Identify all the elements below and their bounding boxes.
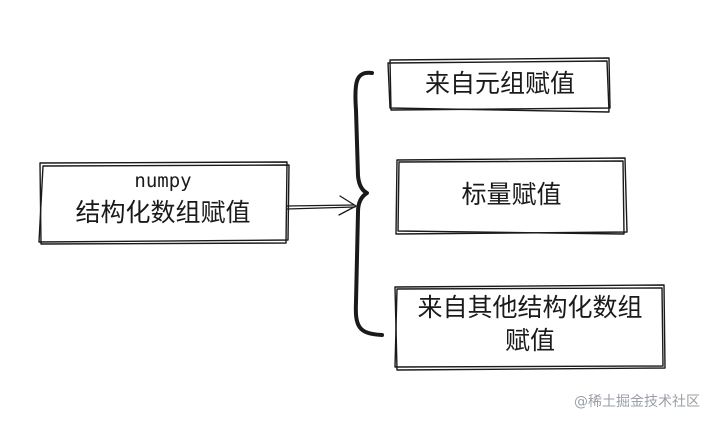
target-box-3 <box>394 284 666 371</box>
target-box-2 <box>395 157 628 235</box>
connector-arrow <box>286 195 357 216</box>
source-label: 结构化数组赋值 <box>75 198 251 227</box>
watermark-text: @稀土掘金技术社区 <box>574 394 700 410</box>
target-3-label-line1: 来自其他结构化数组 <box>417 293 643 322</box>
target-1-label: 来自元组赋值 <box>424 69 575 98</box>
target-2-label: 标量赋值 <box>461 180 562 209</box>
curly-brace <box>353 70 384 337</box>
source-box <box>38 161 290 245</box>
source-title: numpy <box>134 170 192 192</box>
target-box-1 <box>387 57 611 113</box>
target-3-label-line2: 赋值 <box>504 326 555 355</box>
